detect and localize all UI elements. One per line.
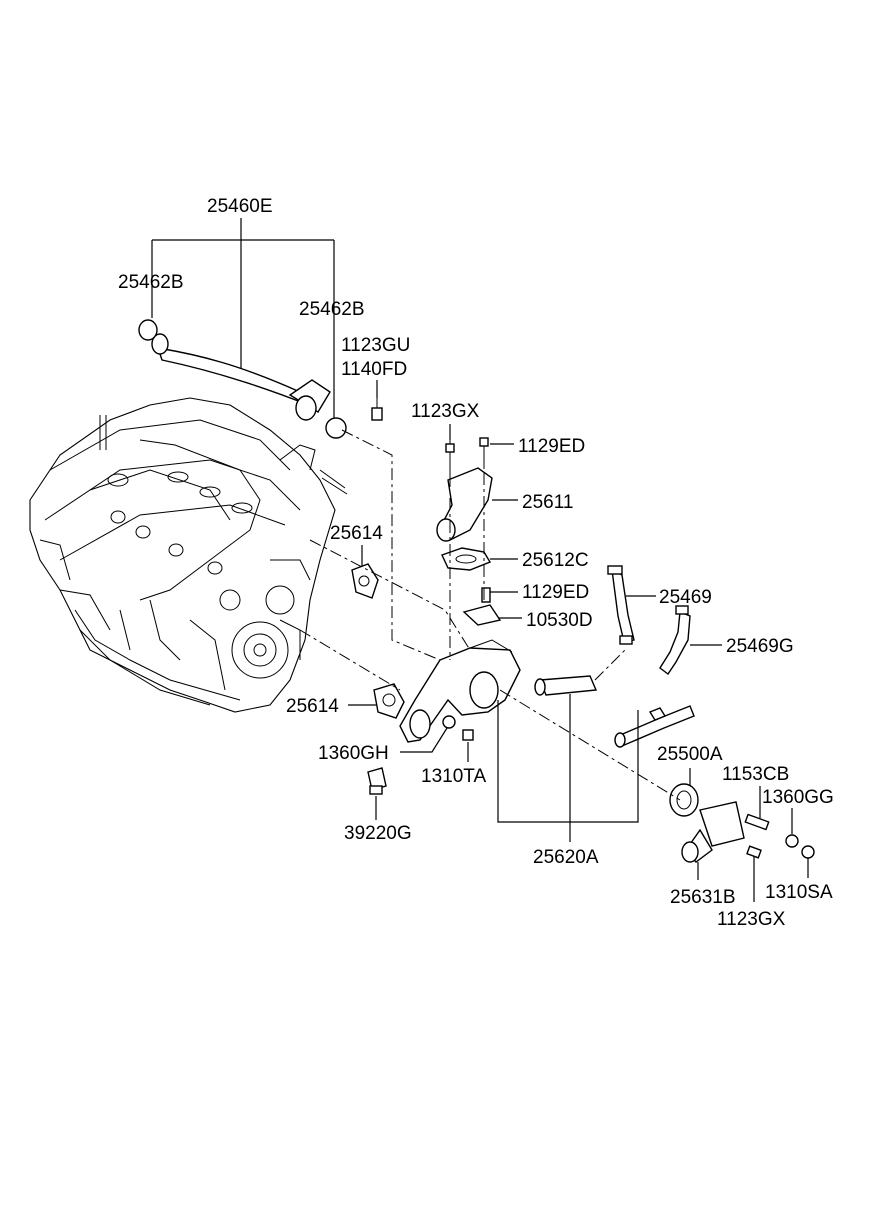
gasket-25614-bottom (373, 683, 405, 719)
label-25611: 25611 (522, 492, 573, 513)
engine-assembly (29, 397, 348, 713)
label-25469: 25469 (659, 587, 712, 608)
label-1153cb: 1153CB (722, 764, 789, 785)
bolt-1123gu (371, 398, 383, 421)
label-1360gh: 1360GH (318, 743, 389, 764)
label-25612c: 25612C (522, 550, 589, 571)
label-25500a: 25500A (657, 744, 723, 765)
bypass-hose (534, 675, 598, 696)
label-25614-top: 25614 (330, 523, 383, 544)
label-25614-bottom: 25614 (286, 696, 339, 717)
label-25462b-right: 25462B (299, 299, 365, 320)
thermostat-25500a (669, 783, 699, 817)
fasteners (442, 715, 815, 859)
hose-25469g (659, 605, 691, 676)
label-1140fd: 1140FD (341, 359, 407, 380)
label-25460e: 25460E (207, 196, 273, 217)
bracket-10530d (462, 587, 502, 626)
label-1123gu: 1123GU (341, 335, 410, 356)
o-ring-right (325, 417, 347, 439)
label-1360gg: 1360GG (762, 787, 834, 808)
gasket-25612c (441, 547, 492, 571)
temp-sensor-39220g (367, 767, 387, 795)
label-1123gx-bottom: 1123GX (717, 909, 786, 930)
water-inlet-25631b (681, 801, 745, 863)
inlet-housing-25620a (399, 639, 521, 743)
label-39220g: 39220G (344, 823, 412, 844)
label-10530d: 10530D (526, 610, 593, 631)
label-25469g: 25469G (726, 636, 794, 657)
label-1310ta: 1310TA (421, 766, 486, 787)
part-labels: 25460E 25462B 25462B 1123GU 1140FD 1123G… (118, 196, 834, 930)
label-1129ed-top: 1129ED (518, 436, 585, 457)
label-25462b-left: 25462B (118, 272, 184, 293)
hose-25469 (607, 565, 635, 645)
o-ring-left (138, 319, 158, 341)
gasket-25614-top (351, 563, 379, 599)
label-1123gx-top: 1123GX (411, 401, 480, 422)
label-1310sa: 1310SA (765, 882, 833, 903)
alignment-lines (299, 429, 681, 801)
upper-coolant-pipe (138, 319, 347, 439)
label-1129ed-mid: 1129ED (522, 582, 589, 603)
label-25620a: 25620A (533, 847, 599, 868)
heater-pipe (614, 705, 695, 748)
label-25631b: 25631B (670, 887, 736, 908)
leader-lines (151, 218, 809, 902)
